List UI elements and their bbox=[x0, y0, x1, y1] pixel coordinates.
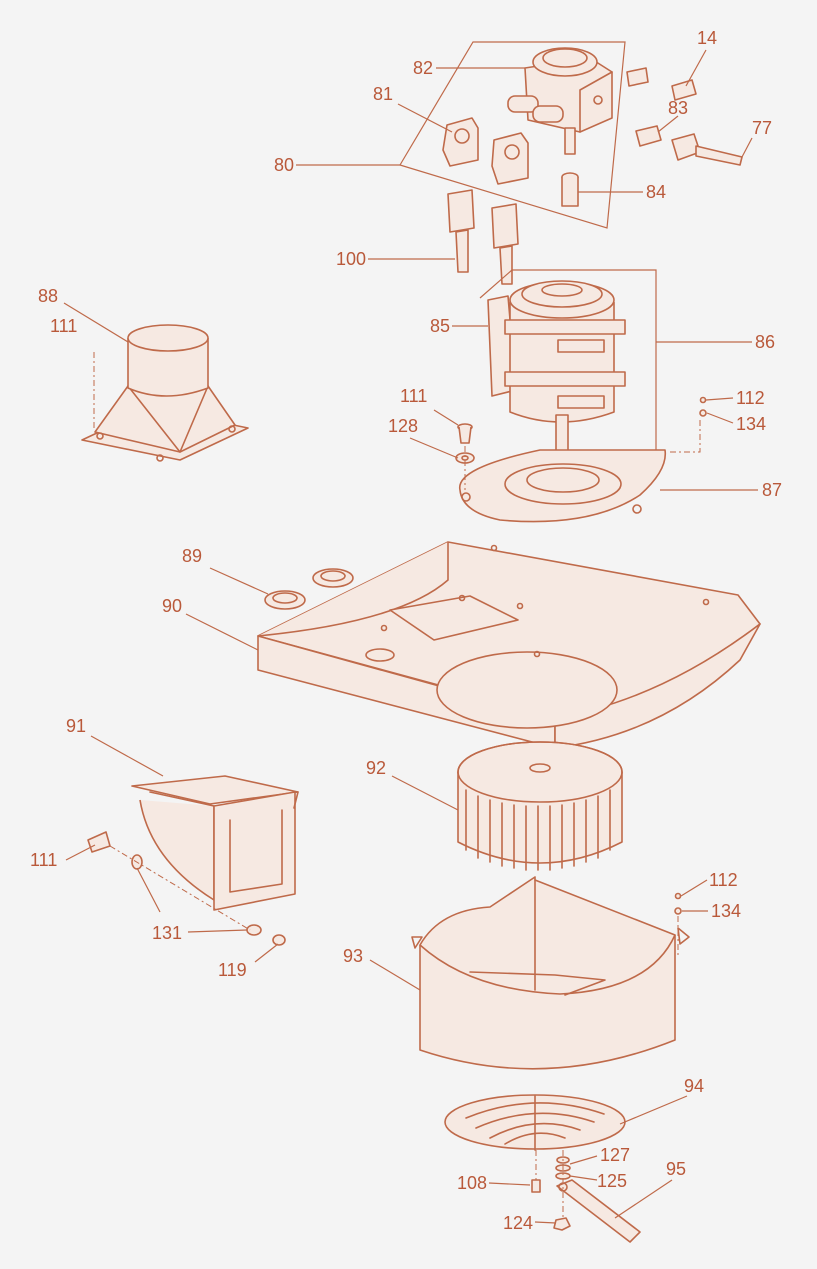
grommet-89 bbox=[264, 568, 354, 610]
fitting-14 bbox=[626, 67, 697, 101]
callout-88: 88 bbox=[38, 286, 58, 306]
callout-134-top: 134 bbox=[736, 414, 766, 434]
grille-94 bbox=[444, 1094, 626, 1151]
callout-134-lower: 134 bbox=[711, 901, 741, 921]
callout-89: 89 bbox=[182, 546, 202, 566]
screw-112-lower bbox=[674, 892, 682, 915]
leader-lines bbox=[63, 49, 758, 1224]
sensor-77 bbox=[671, 133, 743, 166]
callout-112-top: 112 bbox=[736, 388, 765, 408]
callout-14: 14 bbox=[697, 28, 717, 48]
callout-87: 87 bbox=[762, 480, 782, 500]
callout-82: 82 bbox=[413, 58, 433, 78]
valve-body-82 bbox=[507, 47, 613, 155]
callout-83: 83 bbox=[668, 98, 688, 118]
screw-111-left bbox=[87, 831, 111, 853]
callout-91: 91 bbox=[66, 716, 86, 736]
nut-124 bbox=[553, 1217, 571, 1231]
callout-81: 81 bbox=[373, 84, 393, 104]
motor-85 bbox=[487, 280, 626, 476]
connector-100 bbox=[447, 189, 519, 285]
outlet-adapter-88 bbox=[81, 324, 249, 462]
callout-111-motor: 111 bbox=[400, 386, 427, 406]
callout-100: 100 bbox=[336, 249, 366, 269]
group-80-outline bbox=[399, 41, 626, 229]
callout-125: 125 bbox=[597, 1171, 627, 1191]
housing-tray-90 bbox=[257, 541, 761, 749]
callout-93: 93 bbox=[343, 946, 363, 966]
screw-108 bbox=[531, 1179, 541, 1193]
callout-124: 124 bbox=[503, 1213, 533, 1233]
callout-128: 128 bbox=[388, 416, 418, 436]
callout-92: 92 bbox=[366, 758, 386, 778]
fitting-83 bbox=[635, 125, 662, 147]
center-line-112-top bbox=[668, 420, 701, 453]
center-line-111-left bbox=[109, 845, 251, 931]
bracket-91 bbox=[131, 775, 299, 911]
callout-95: 95 bbox=[666, 1159, 686, 1179]
callout-119: 119 bbox=[218, 960, 247, 980]
mounting-plate-87 bbox=[459, 449, 667, 523]
blower-wheel-92 bbox=[457, 741, 623, 871]
screw-111-top bbox=[457, 423, 473, 444]
callout-77: 77 bbox=[752, 118, 772, 138]
callout-86: 86 bbox=[755, 332, 775, 352]
pin-84 bbox=[561, 172, 579, 207]
callout-112-lower: 112 bbox=[709, 870, 738, 890]
callout-90: 90 bbox=[162, 596, 182, 616]
callout-111-adapter: 111 bbox=[50, 316, 77, 336]
callout-131: 131 bbox=[152, 923, 182, 943]
nut-119 bbox=[272, 934, 286, 946]
callout-85: 85 bbox=[430, 316, 450, 336]
callout-80: 80 bbox=[274, 155, 294, 175]
callout-94: 94 bbox=[684, 1076, 704, 1096]
callout-84: 84 bbox=[646, 182, 666, 202]
screw-112-top bbox=[699, 396, 707, 417]
coil-81 bbox=[442, 117, 529, 185]
callout-111-bracket: 111 bbox=[30, 850, 57, 870]
callout-127: 127 bbox=[600, 1145, 630, 1165]
scroll-housing-93 bbox=[411, 876, 690, 1070]
callout-108: 108 bbox=[457, 1173, 487, 1193]
